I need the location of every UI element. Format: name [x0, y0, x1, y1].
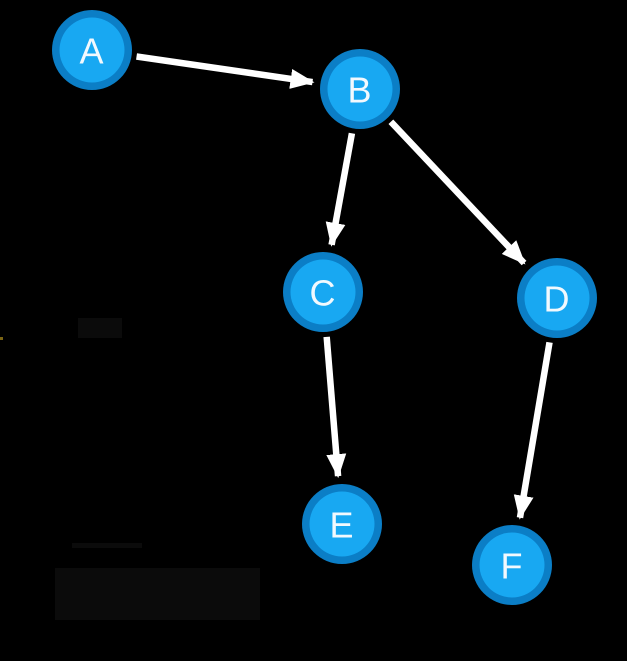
node-label: B: [347, 70, 372, 111]
node-body: [524, 265, 590, 331]
edge-a-b: [136, 53, 315, 89]
edge-d-f: [513, 341, 553, 520]
edge-layer: [136, 53, 553, 520]
edge-b-d: [388, 119, 527, 266]
background-artifact: [130, 607, 165, 611]
node-body: [59, 17, 125, 83]
edge-c-e: [323, 336, 347, 479]
node-label: C: [310, 273, 337, 314]
node-body: [479, 532, 545, 598]
background-artifact: [55, 568, 260, 620]
background-artifact-dot: [0, 337, 3, 340]
node-body: [309, 491, 375, 557]
node-label: A: [79, 31, 104, 72]
node-label: E: [329, 505, 354, 546]
node-body: [327, 56, 393, 122]
edge-b-c: [325, 132, 356, 247]
node-label: F: [501, 546, 524, 587]
node-label: D: [544, 279, 571, 320]
node-f[interactable]: F: [472, 525, 552, 605]
background-artifact: [78, 318, 122, 338]
node-b[interactable]: B: [320, 49, 400, 129]
node-body: [290, 259, 356, 325]
node-d[interactable]: D: [517, 258, 597, 338]
node-e[interactable]: E: [302, 484, 382, 564]
background-artifacts: [0, 318, 260, 620]
node-a[interactable]: A: [52, 10, 132, 90]
node-c[interactable]: C: [283, 252, 363, 332]
background-artifact: [72, 543, 142, 548]
node-layer: A B C D E F: [52, 10, 597, 605]
